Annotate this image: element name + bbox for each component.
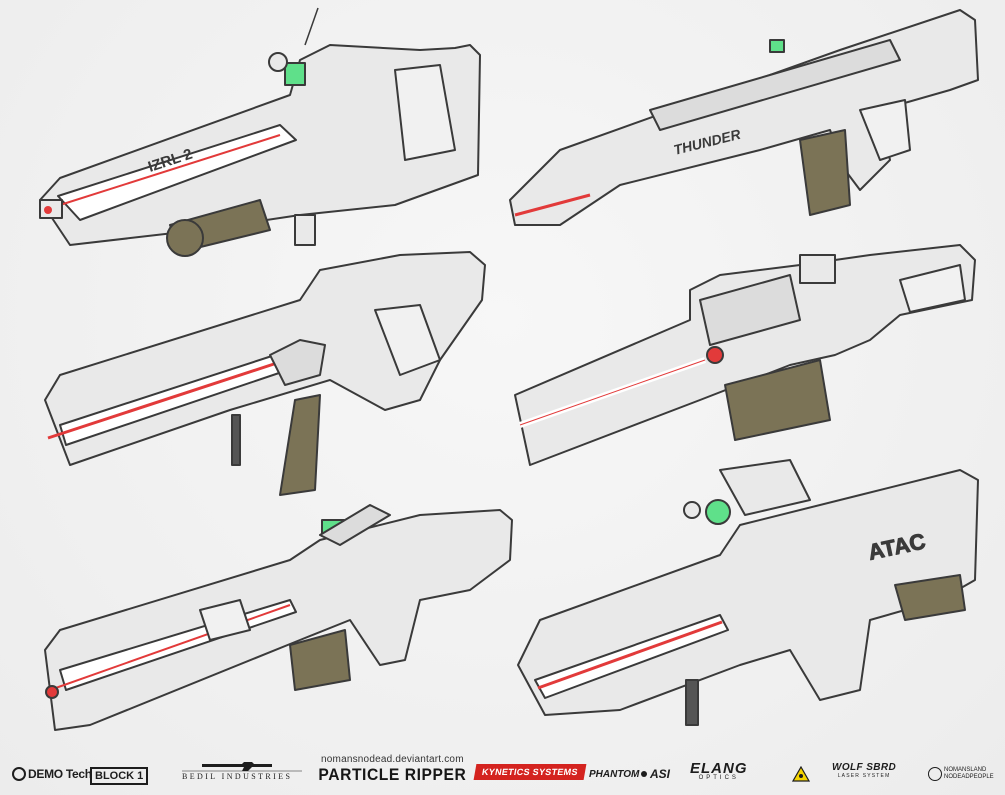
logo-nomansland: NOMANSLAND NODEADPEOPLE — [928, 762, 994, 786]
phantom-dot-icon — [641, 771, 648, 777]
logo-demo-tech: DEMO Tech — [12, 764, 92, 784]
logo-nomans-text: NOMANSLAND NODEADPEOPLE — [944, 767, 994, 781]
weapon-thunder: THUNDER — [509, 9, 979, 226]
weapon-izrl2: IZRL 2 — [39, 7, 481, 257]
weapon-bottom-left — [44, 504, 513, 731]
laser-warning-icon — [792, 766, 810, 782]
demo-mark-icon — [12, 767, 26, 781]
logo-elang-subtext: OPTICS — [698, 775, 739, 781]
artist-url: nomansnodead.deviantart.com — [321, 754, 464, 765]
logo-bedil-text: BEDIL INDUSTRIES — [182, 772, 293, 781]
logo-block1: BLOCK 1 — [90, 767, 149, 785]
logo-kynetics-text: KYNETICS SYSTEMS — [481, 767, 579, 777]
logo-nomans-line2: NODEADPEOPLE — [944, 774, 994, 780]
weapon-atac: ATAC — [517, 459, 979, 726]
logo-asi: ASI — [650, 764, 670, 784]
logo-demo-tech-text: DEMO Tech — [28, 767, 92, 781]
nomans-circle-icon — [928, 767, 942, 781]
logo-asi-text: ASI — [650, 767, 671, 781]
logo-block1-text: BLOCK 1 — [95, 770, 144, 782]
sheet-title: PARTICLE RIPPER — [318, 765, 467, 784]
logo-wolf-subtext: LASER SYSTEM — [837, 773, 891, 779]
logo-elang-text: ELANG — [690, 760, 748, 777]
logo-phantom-text: PHANTOM — [589, 768, 640, 780]
logo-phantom: PHANTOM — [589, 764, 648, 784]
rifle-silhouette-icon — [182, 762, 302, 772]
logo-nomans-line1: NOMANSLAND — [944, 767, 987, 773]
logo-elang-optics: ELANG OPTICS — [690, 760, 748, 788]
footer-logos: DEMO Tech BLOCK 1 BEDIL INDUSTRIES noman… — [0, 752, 1005, 795]
weapon-mid-right — [514, 244, 976, 466]
weapon-mid-left — [44, 251, 486, 496]
logo-particle-ripper: nomansnodead.deviantart.com PARTICLE RIP… — [312, 754, 473, 792]
weapons-artwork: IZRL 2 THUNDER — [39, 7, 979, 731]
logo-kynetics-systems: KYNETICS SYSTEMS — [473, 764, 587, 780]
logo-wolf-text: WOLF SBRD — [832, 762, 897, 773]
logo-wolf: WOLF SBRD LASER SYSTEM — [832, 762, 896, 786]
logo-warning — [792, 764, 810, 784]
logo-bedil-industries: BEDIL INDUSTRIES — [182, 760, 302, 786]
